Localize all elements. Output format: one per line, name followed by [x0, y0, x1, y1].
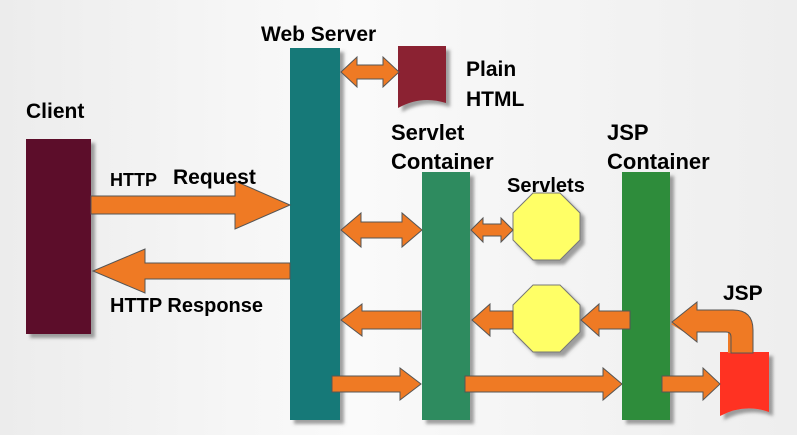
arrow-jspcontainer-to-servlet: [580, 302, 631, 338]
plain-html-document-icon: [398, 46, 446, 108]
plain-label: Plain: [466, 58, 517, 81]
servlet-container-label: Container: [391, 149, 494, 174]
jsp-page-document-icon: [720, 352, 769, 416]
http-response-label: HTTP Response: [110, 295, 263, 317]
arrow-servlet-to-servletcontainer: [471, 302, 514, 338]
jsp-title-label: JSP: [607, 120, 649, 145]
servlet-container-box: [422, 172, 470, 420]
http-request-label: Request: [173, 166, 256, 189]
jsp-container-label: Container: [607, 149, 710, 174]
html-label: HTML: [466, 88, 525, 111]
arrow-http-response: [91, 248, 291, 294]
client-label: Client: [26, 100, 85, 123]
arrow-servletcontainer-to-jspcontainer: [464, 366, 623, 402]
arrow-jsppage-to-jspcontainer-body: [671, 300, 754, 354]
arrow-jspcontainer-to-jsppage: [661, 366, 721, 402]
client-box: [26, 139, 91, 334]
servlets-label: Servlets: [507, 175, 585, 197]
web-server-label: Web Server: [261, 23, 377, 46]
arrow-webserver-plainhtml: [340, 55, 400, 89]
arrow-servletcontainer-servlet: [470, 216, 514, 244]
servlet-octagon-bottom: [512, 284, 581, 353]
servlet-octagon-top: [512, 192, 581, 261]
web-server-box: [290, 48, 340, 420]
http-request-label-prefix: HTTP: [110, 170, 157, 190]
arrow-webserver-servletcontainer: [340, 211, 423, 249]
arrow-http-request: [90, 180, 292, 230]
servlet-label: Servlet: [391, 120, 465, 145]
jsp-page-label: JSP: [723, 282, 763, 305]
arrow-webserver-to-servletcontainer-bottom: [331, 366, 422, 402]
arrow-servletcontainer-to-webserver: [340, 302, 422, 338]
